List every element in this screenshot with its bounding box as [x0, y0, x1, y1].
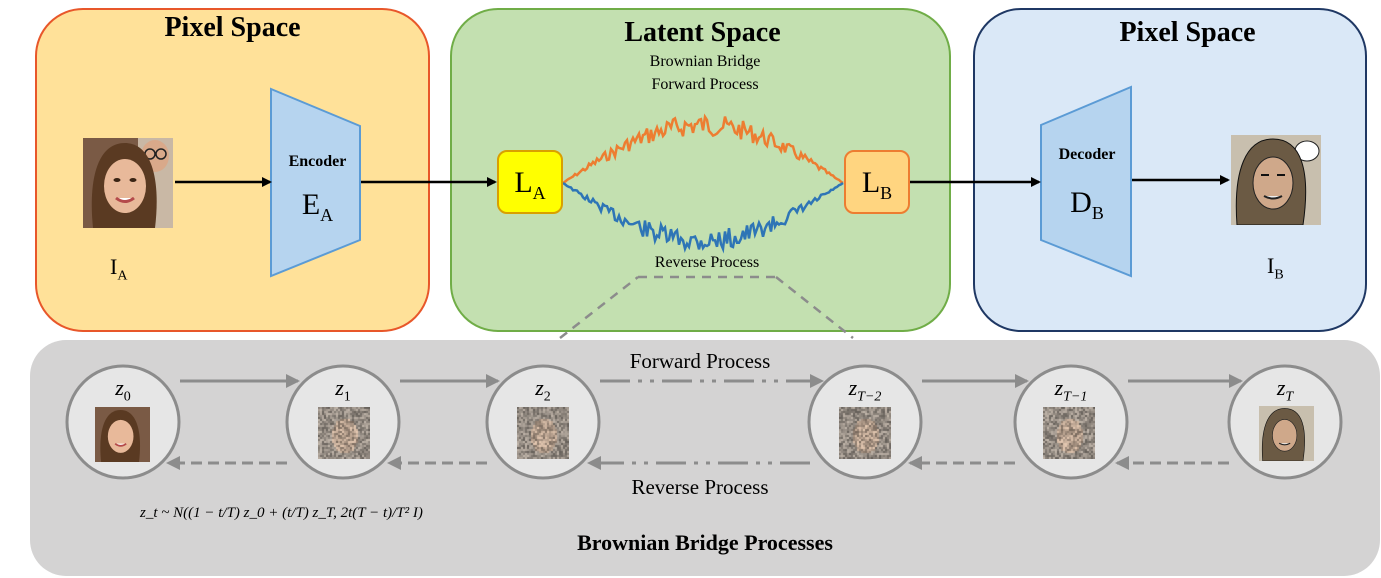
state-image-zt2 [839, 407, 891, 459]
state-image-z0 [95, 407, 150, 462]
state-label-z0: z0 [93, 375, 153, 405]
reverse-process-top-label: Reverse Process [654, 254, 760, 271]
input-face-image [83, 138, 173, 228]
forward-bridge-curve [562, 113, 844, 185]
zt-var: z [1276, 375, 1286, 400]
latent-node-la: LA [497, 150, 563, 214]
decoder-title: Decoder [1058, 146, 1116, 163]
zt2-var: z [848, 375, 858, 400]
la-label: L [514, 166, 533, 199]
latent-node-lb: LB [844, 150, 910, 214]
zt1-var: z [1054, 375, 1064, 400]
ia-i: I [110, 254, 118, 279]
ib-sub: B [1274, 267, 1284, 283]
latent-space-title: Latent Space [624, 17, 781, 48]
zt1-sub: T−1 [1063, 389, 1088, 405]
decoder-sub: B [1091, 203, 1104, 223]
noise-canvas [839, 407, 891, 459]
state-label-zt2: zT−2 [825, 375, 905, 405]
state-image-z1 [318, 407, 370, 459]
state-image-zt1 [1043, 407, 1095, 459]
state-image-zt [1259, 406, 1314, 461]
reverse-process-label: Reverse Process [631, 475, 769, 499]
ib-i: I [1267, 253, 1275, 278]
z1-sub: 1 [343, 389, 351, 405]
decoder-trapezoid [1040, 85, 1132, 278]
brownian-bridge-processes-panel [30, 340, 1380, 576]
z1-var: z [335, 375, 344, 400]
reverse-bridge-curve [562, 181, 844, 254]
encoder-sub: A [320, 205, 334, 225]
encoder-symbol: EA [270, 188, 365, 226]
encoder-e: E [301, 188, 321, 221]
encoder-trapezoid [270, 87, 361, 278]
brownian-bridge-processes-title: Brownian Bridge Processes [577, 530, 833, 555]
z2-sub: 2 [543, 389, 551, 405]
noise-canvas [1043, 407, 1095, 459]
z2-var: z [535, 375, 544, 400]
forward-process-label: Forward Process [629, 349, 771, 373]
brownian-bridge-label: Brownian Bridge [649, 53, 761, 70]
decoder-symbol: DB [1038, 186, 1136, 224]
state-label-z2: z2 [513, 375, 573, 405]
state-label-zt1: zT−1 [1031, 375, 1111, 405]
decoder-d: D [1070, 186, 1092, 219]
state-label-zt: zT [1255, 375, 1315, 405]
noise-canvas [318, 407, 370, 459]
noise-canvas [517, 407, 569, 459]
zoom-line-right [775, 276, 854, 339]
forward-process-top-label: Forward Process [651, 76, 759, 93]
zt-sub: T [1285, 389, 1294, 405]
state-image-z2 [517, 407, 569, 459]
bridge-formula: z_t ~ N((1 − t/T) z_0 + (t/T) z_T, 2t(T … [140, 505, 423, 522]
output-cartoon-image [1231, 135, 1321, 225]
la-sub: A [532, 183, 546, 203]
encoder-title: Encoder [288, 153, 347, 170]
lb-label: L [861, 166, 881, 199]
zoom-line-left [559, 276, 639, 339]
z0-var: z [115, 375, 124, 400]
formula-text: z_t ~ N((1 − t/T) z_0 + (t/T) z_T, 2t(T … [140, 505, 423, 521]
state-label-z1: z1 [313, 375, 373, 405]
output-image-label: IB [1267, 253, 1284, 283]
z0-sub: 0 [123, 389, 131, 405]
ia-sub: A [117, 268, 128, 284]
pixel-space-left-title: Pixel Space [164, 12, 301, 43]
input-image-label: IA [110, 254, 127, 284]
pixel-space-right-title: Pixel Space [1119, 17, 1256, 48]
zt2-sub: T−2 [857, 389, 882, 405]
lb-sub: B [880, 183, 893, 203]
